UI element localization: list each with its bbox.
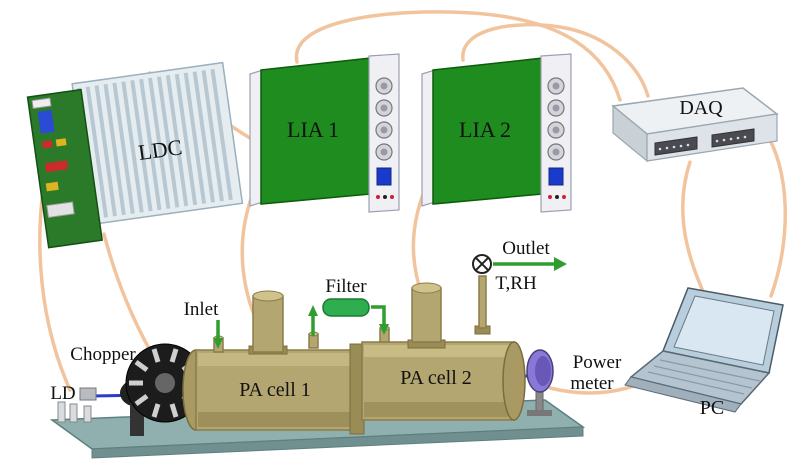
pa-cell-2-label: PA cell 2: [400, 367, 472, 389]
ld-post: [69, 403, 78, 423]
lia1-led: [390, 195, 394, 199]
lia1-label: LIA 1: [287, 117, 339, 142]
ld-assembly: LD: [50, 383, 97, 423]
daq-label: DAQ: [679, 97, 723, 119]
power-meter-label-line1: Power: [573, 352, 622, 373]
filter-cartridge: [322, 298, 370, 317]
gas-flow-path: Inlet Filter Outlet T,RH: [184, 238, 567, 349]
pa-cell-1: PA cell 1: [182, 290, 365, 435]
daq-connector-1: [654, 136, 698, 156]
laptop-key-rows: [647, 359, 761, 395]
lia1-led: [376, 195, 380, 199]
pa-cell-1-highlight: [198, 353, 354, 366]
lia2-card: LIA 2: [421, 53, 572, 213]
ld-label: LD: [50, 383, 75, 404]
lia2-led: [555, 195, 559, 199]
ldc-label: LDC: [137, 134, 184, 165]
pa-cell-1-label: PA cell 1: [239, 379, 311, 401]
lia2-display: [548, 167, 564, 186]
filter-in-arrow-head: [308, 305, 318, 316]
lia2-led: [548, 195, 552, 199]
pc-label: PC: [700, 397, 724, 419]
wire-daq-pc-mid: [681, 160, 709, 302]
lia1-led: [383, 195, 387, 199]
mic-cylinder-2-top: [411, 282, 442, 294]
lia2-led: [562, 195, 566, 199]
signal-wires: [38, 10, 787, 395]
power-meter: Power meter: [526, 349, 622, 416]
filter-out-arrow-line: [371, 305, 386, 326]
lia1-display: [376, 167, 392, 186]
daq-box: DAQ: [611, 87, 779, 163]
wire-daq-pc-right: [762, 128, 787, 298]
daq-connector-2: [711, 128, 755, 148]
outlet-label: Outlet: [502, 238, 550, 259]
pa-cell-2: PA cell 2: [361, 275, 526, 421]
laptop-screen-display: [673, 295, 775, 366]
platform-front-face: [91, 426, 584, 459]
pa-cell-1-shadow: [198, 412, 354, 427]
lia1-bnc-connectors: [375, 77, 393, 161]
ldc-unit: LDC: [26, 61, 244, 249]
trh-label: T,RH: [495, 273, 537, 294]
lia2-label: LIA 2: [459, 117, 511, 142]
daq-connector-pins: [658, 135, 747, 151]
inlet-arrow-head: [213, 338, 223, 349]
mic-cylinder-1: [252, 295, 284, 353]
outlet-tube: [478, 275, 487, 329]
power-meter-stand: [535, 389, 544, 413]
chopper-label: Chopper: [70, 344, 136, 365]
power-meter-disk-inner: [535, 356, 551, 386]
pa-cell-2-shadow: [364, 402, 512, 417]
power-meter-base: [527, 410, 552, 416]
lia2-bnc-connectors: [547, 77, 565, 161]
mic-cylinder-2: [411, 287, 442, 343]
inlet-label: Inlet: [184, 299, 220, 320]
pc-laptop: PC: [624, 287, 784, 419]
pa-cell-2-endcap: [502, 341, 526, 421]
wire-lia1-daq: [294, 10, 622, 102]
ld-mount: [79, 387, 97, 401]
lia1-card: LIA 1: [249, 53, 400, 213]
power-meter-label-line2: meter: [570, 373, 614, 394]
chopper-hub: [155, 373, 175, 393]
wire-ldc-chopper: [102, 232, 154, 356]
laptop-front-lip: [624, 376, 742, 413]
filter-label: Filter: [325, 276, 367, 297]
pa-cell-2-highlight: [364, 345, 512, 357]
outlet-arrow-head: [554, 257, 567, 271]
ldc-pcb-components: [31, 97, 75, 218]
mic-cylinder-1-top: [252, 290, 284, 302]
ld-post: [83, 405, 92, 423]
ld-post: [57, 401, 66, 423]
wire-lia2-daq: [461, 22, 650, 98]
trh-sensor-icon-x2: [474, 256, 490, 272]
filter-out-arrow-head: [379, 324, 389, 335]
